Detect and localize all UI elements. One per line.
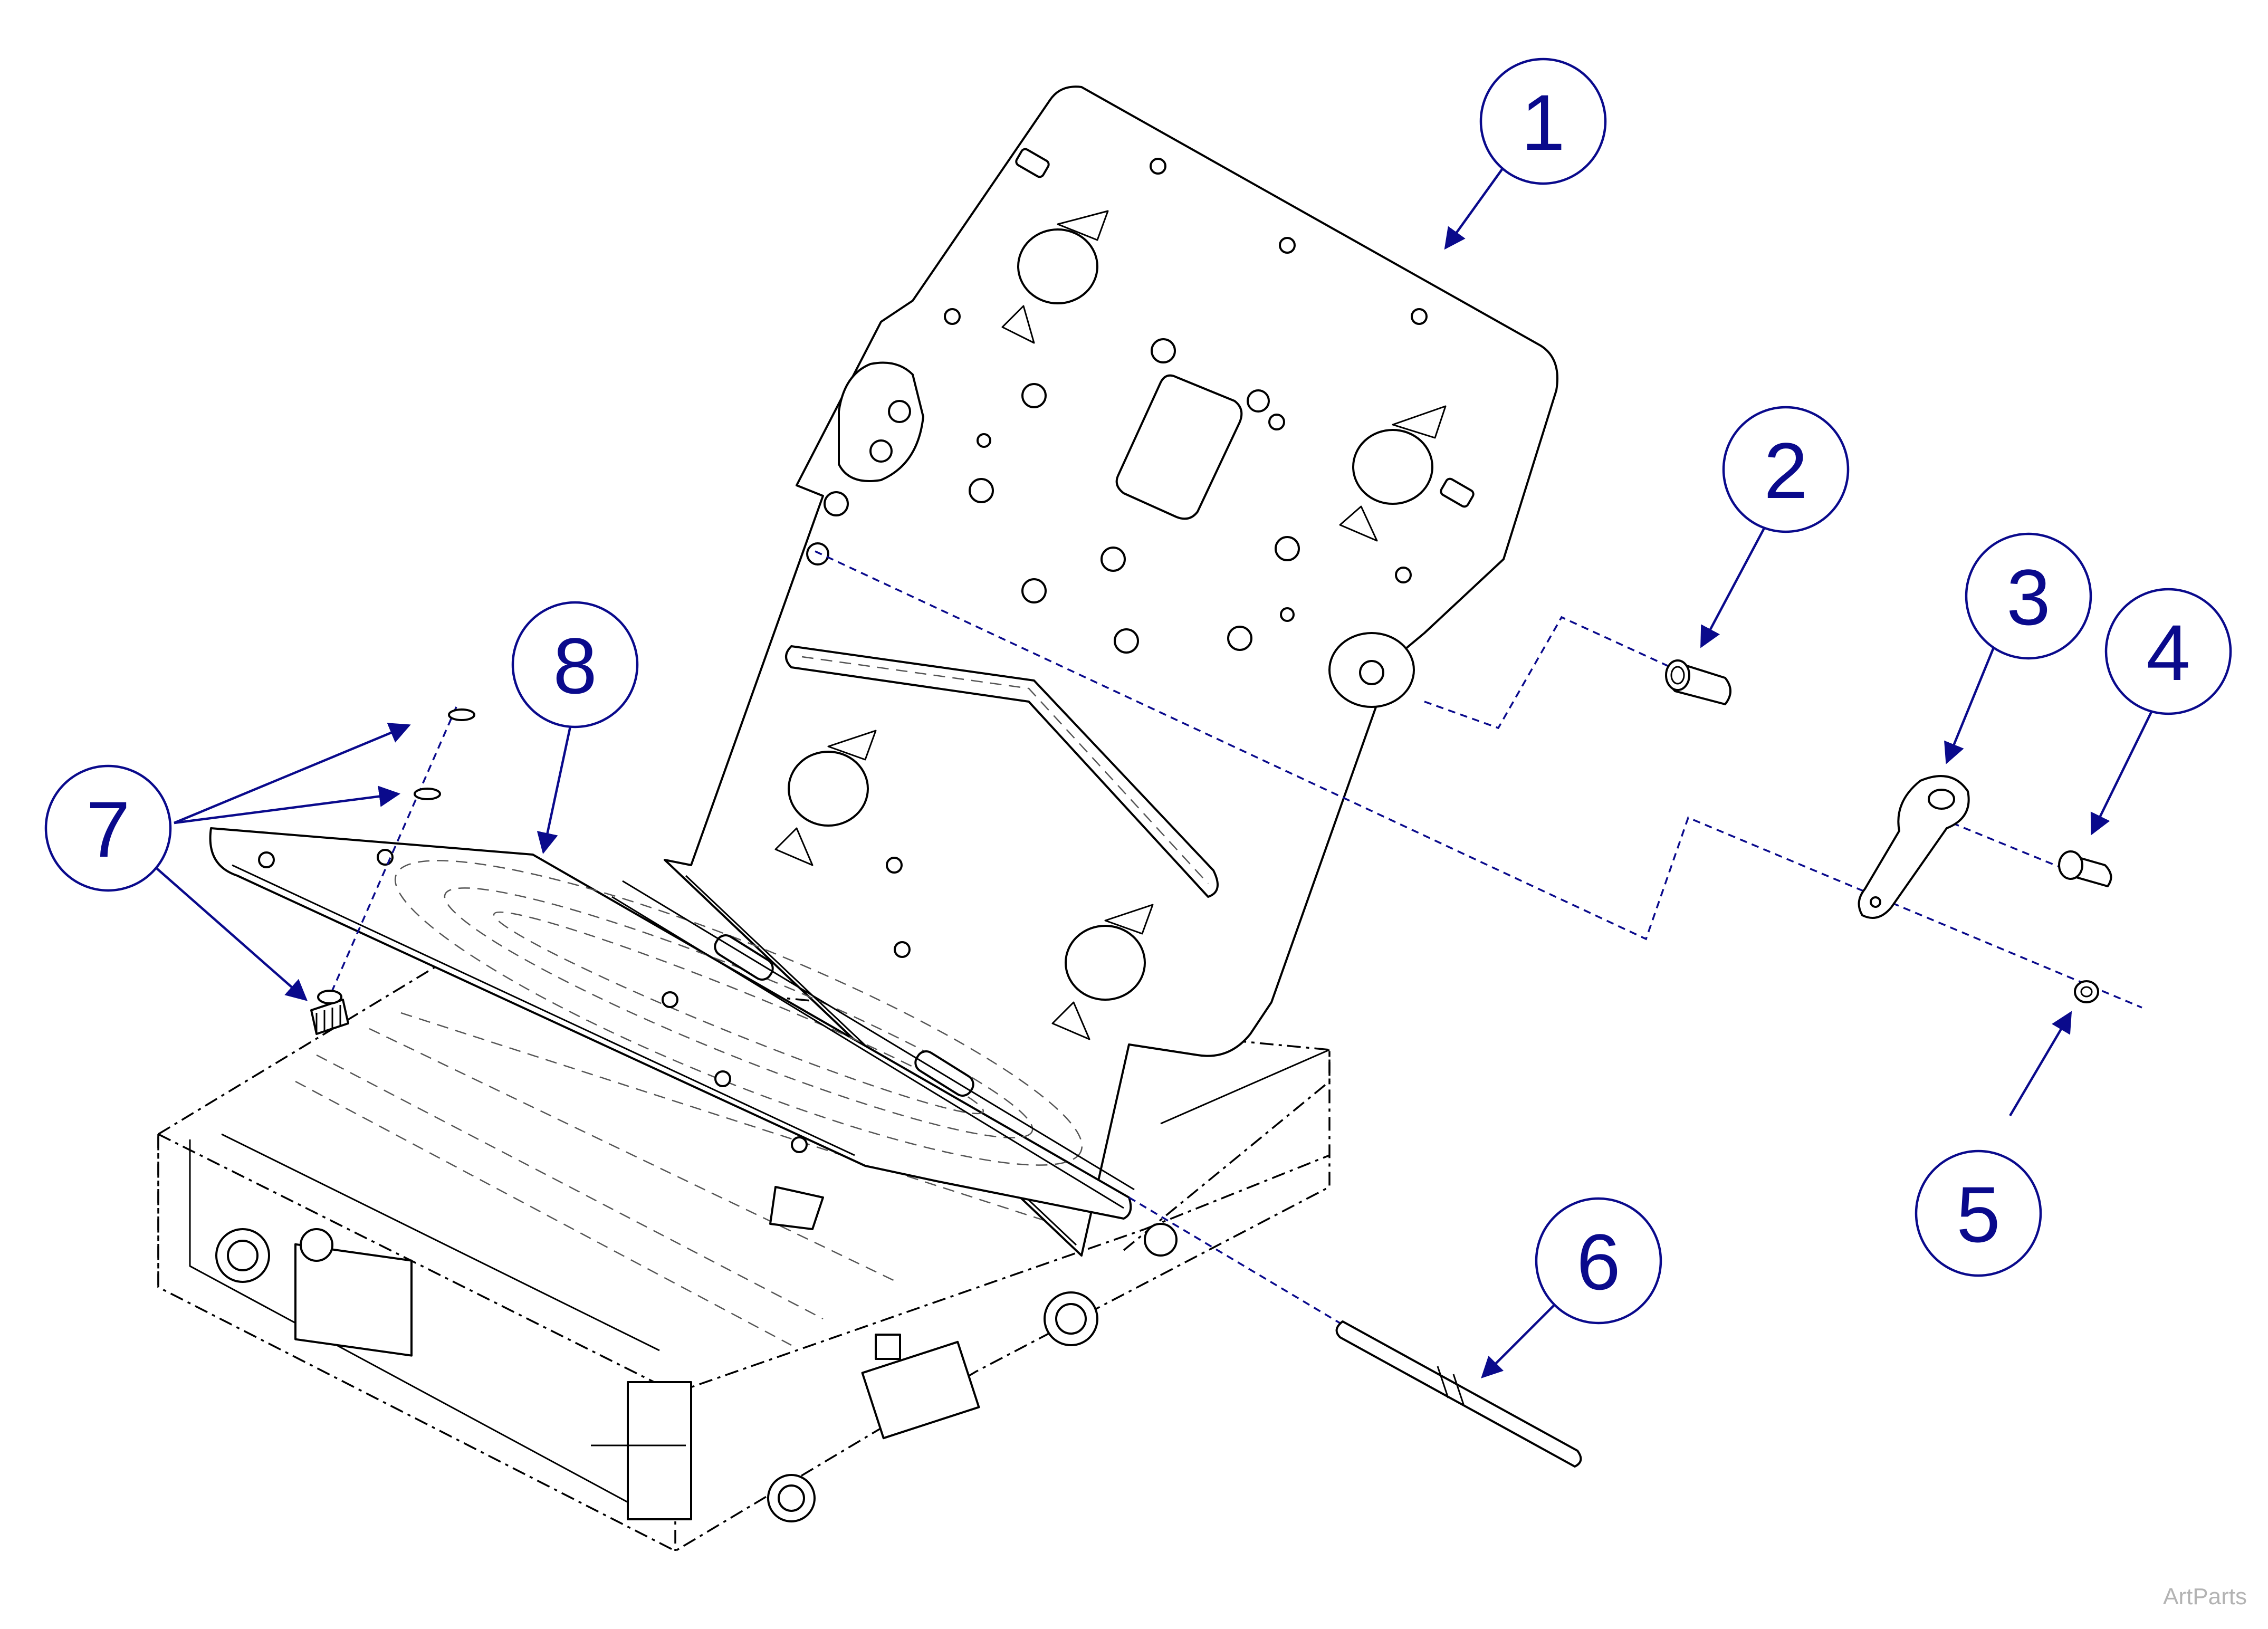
seat-plate-part-8 <box>209 827 1135 1230</box>
hinge-barrels <box>611 880 1135 1209</box>
hinge-pin-part-6 <box>1335 1320 1582 1468</box>
callout-1-label: 1 <box>1521 78 1565 167</box>
callout-8-label: 8 <box>553 621 597 710</box>
assembly-leader-lines <box>326 550 2142 1330</box>
back-plate-part-1 <box>664 85 1558 1257</box>
base-frame <box>157 964 1331 1552</box>
latch-cup-lower <box>1051 904 1154 1040</box>
latch-cup-upper-left <box>1001 210 1109 344</box>
callout-8: 8 <box>511 601 639 729</box>
fastener-part-4 <box>2058 850 2112 887</box>
watermark-text: ArtParts <box>2163 1584 2247 1609</box>
callout-1: 1 <box>1479 58 1607 185</box>
bumper-part-2 <box>1665 659 1731 705</box>
knob-part-7 <box>310 990 349 1035</box>
callout-4-label: 4 <box>2146 608 2190 697</box>
latch-cup-left <box>774 730 877 866</box>
callout-6-label: 6 <box>1576 1218 1620 1306</box>
screw-part-5 <box>2074 980 2099 1003</box>
callout-5: 5 <box>1915 1149 2042 1277</box>
washers-part-7 <box>414 708 475 800</box>
callout-7: 7 <box>44 764 172 892</box>
callout-5-label: 5 <box>1956 1170 2000 1259</box>
callout-arrows <box>152 162 2159 1378</box>
callout-7-label: 7 <box>86 785 130 874</box>
latch-cup-right <box>1339 405 1447 542</box>
callout-2: 2 <box>1722 406 1850 533</box>
callout-4: 4 <box>2104 588 2232 715</box>
callout-2-label: 2 <box>1764 426 1807 515</box>
callout-6: 6 <box>1535 1197 1662 1325</box>
callout-3: 3 <box>1965 532 2092 660</box>
bracket-part-3 <box>1858 775 1970 919</box>
callout-3-label: 3 <box>2006 553 2050 641</box>
